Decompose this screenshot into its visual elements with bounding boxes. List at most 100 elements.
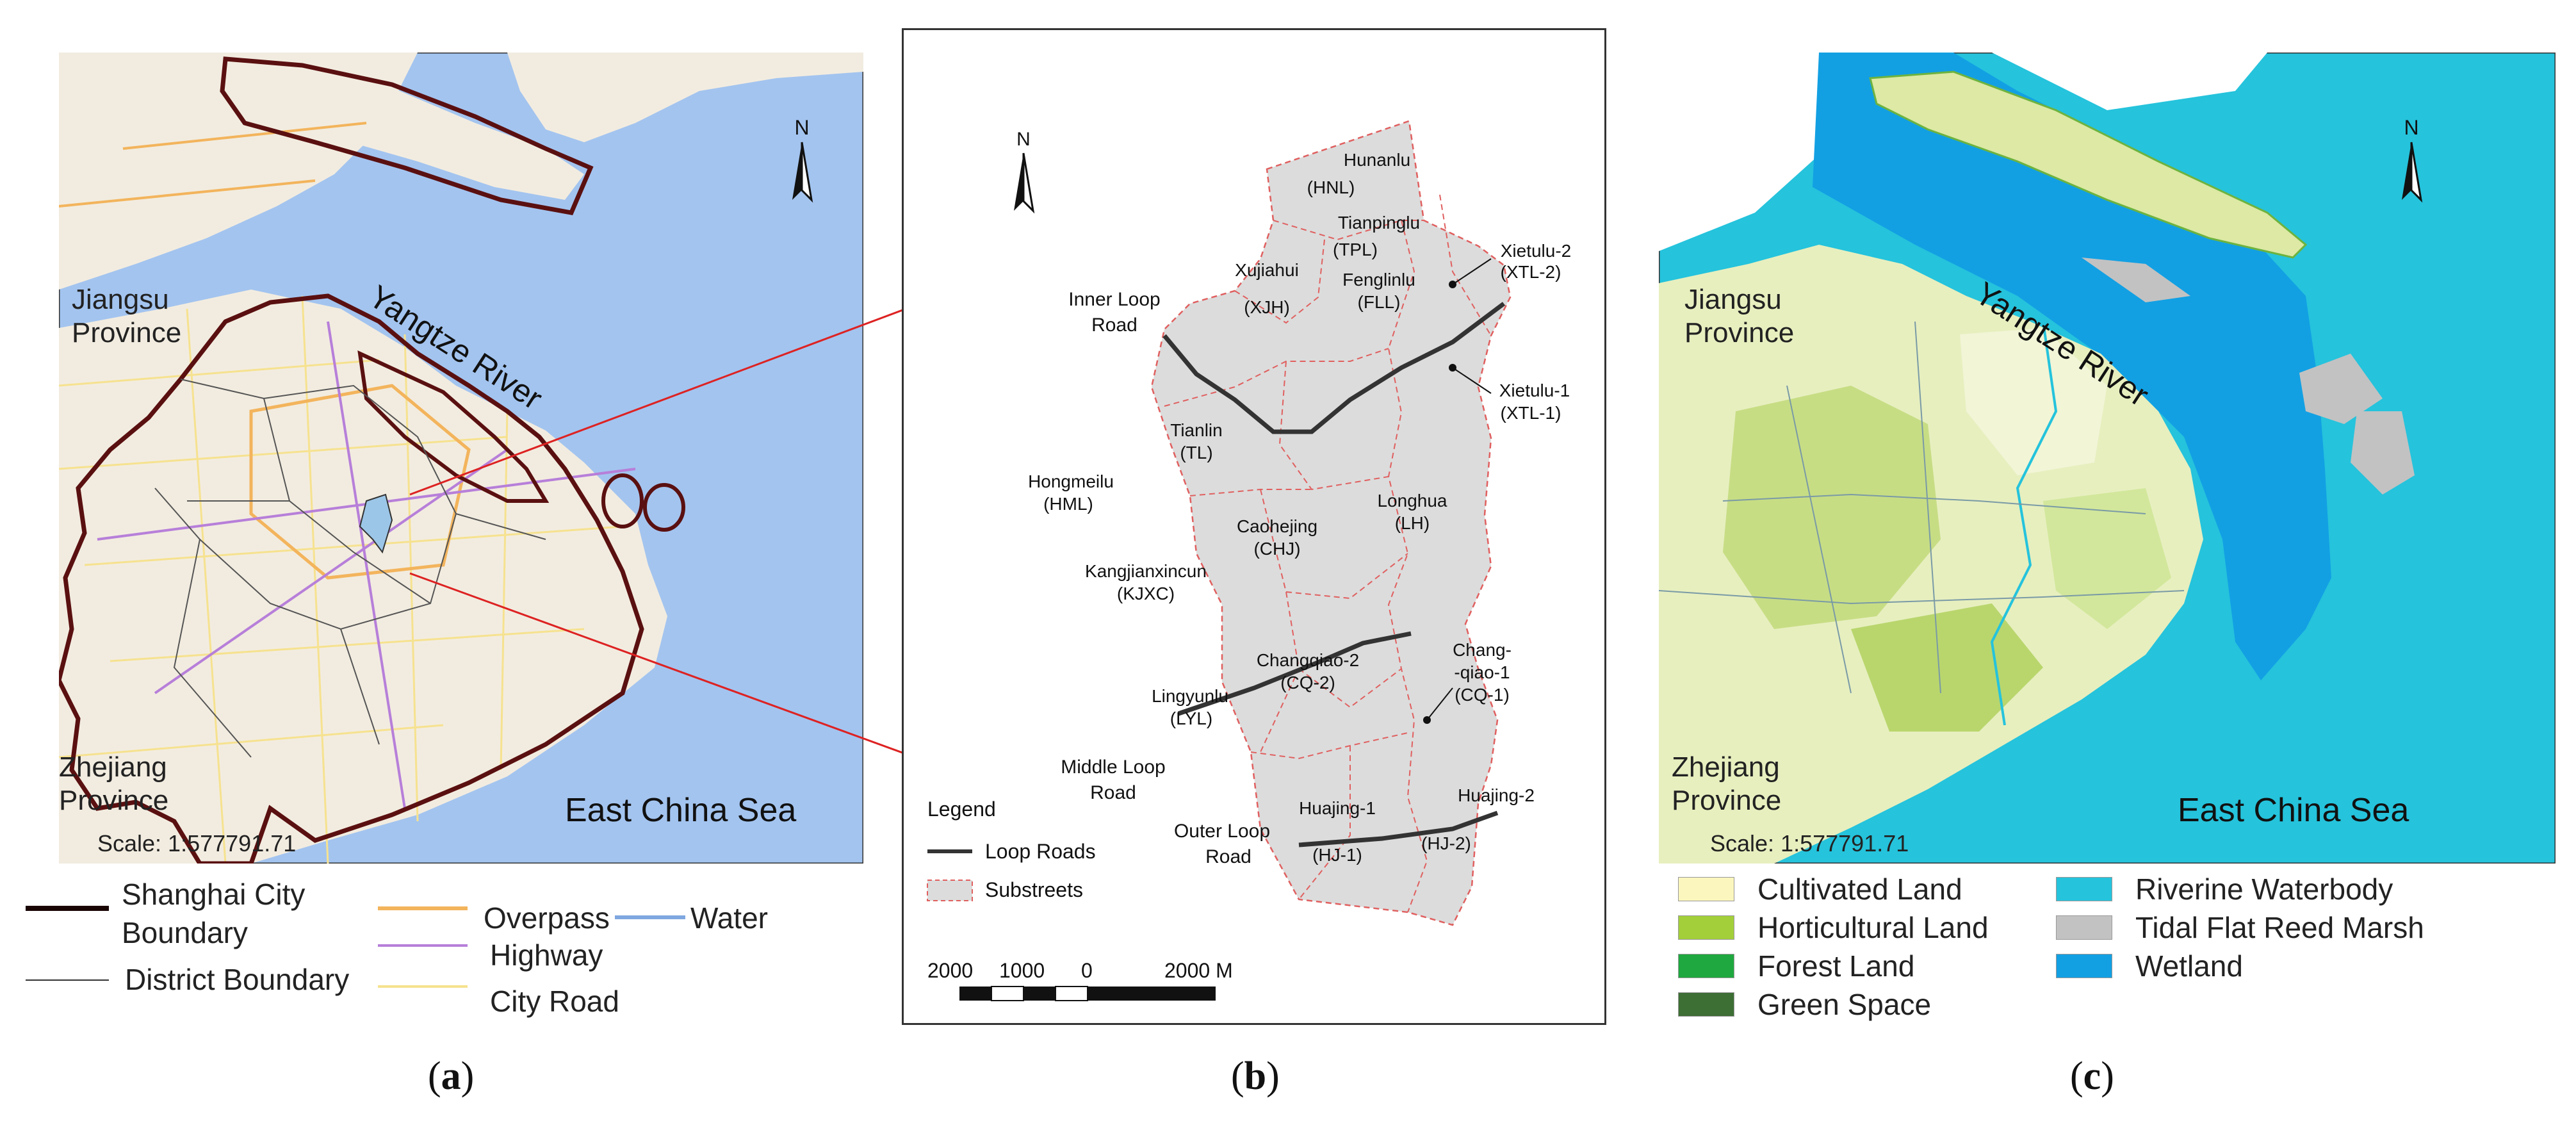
panel-a-chongming-island [232,75,584,200]
legend-label: Riverine Waterbody [2135,872,2393,906]
substreet-abbr: (CQ-1) [1455,685,1510,705]
substreet-label: Xietulu-2 [1501,241,1572,261]
substreet-label: Tianpinglu [1338,213,1420,233]
road-label: Road [1091,315,1137,336]
road-label: Middle Loop [1061,757,1165,778]
legend-water-label: Water [690,901,768,935]
scalebar-tick: 0 [1081,959,1093,982]
substreet-abbr: (XTL-2) [1501,262,1561,282]
legend-city-boundary-label: Shanghai City Boundary [122,875,305,952]
substreet-abbr: (CQ-2) [1280,673,1335,692]
scalebar-tick: 2000 M [1164,959,1233,982]
panel-b-north-label: N [1016,129,1031,150]
substreet-abbr: (LYL) [1170,708,1212,728]
panel-a-islet [643,483,685,532]
panel-c-tidal-flat [2299,354,2383,424]
legend-district-boundary-label: District Boundary [125,963,350,996]
legend-swatch-wetland [2056,954,2112,978]
panel-c-tidal-flat [2082,258,2190,302]
legend-swatch-horticultural [1678,915,1734,940]
panel-b-loop-roads [1162,302,1506,848]
substreet-label: Chang- [1453,640,1512,660]
legend-swatch-green-space [1678,992,1734,1017]
panel-c-north-label: N [2404,116,2418,139]
caption-b: (b) [1231,1054,1280,1098]
substreet-label: Caohejing [1237,516,1317,536]
legend-substreet-symbol [927,880,973,901]
substreet-label: Xietulu-1 [1499,381,1570,400]
panel-c-scale: Scale: 1:577791.71 [1710,830,1909,856]
substreet-label: Hongmeilu [1028,471,1114,491]
panel-b-callouts [1423,258,1492,724]
substreet-abbr: (XTL-1) [1501,403,1561,423]
substreet-label: Xujiahui [1235,260,1299,280]
landuse-legend-item: Forest Land [1678,947,2165,985]
panel-c-chongming-island [1869,70,2308,259]
panel-c-north-land-2 [1992,53,2267,110]
panel-c-legend-2: Riverine Waterbody Tidal Flat Reed Marsh… [2056,870,2556,985]
legend-city-boundary-line2: Boundary [122,916,248,949]
substreet-abbr: (TL) [1180,443,1212,463]
panel-b-scalebar [959,986,1216,1001]
legend-swatch-cultivated [1678,877,1734,901]
panel-c-sea-label: East China Sea [2178,792,2409,829]
caption-c: (c) [2070,1054,2114,1098]
panel-c-zhejiang-label-2: Province [1672,785,1781,816]
scalebar-tick: 2000 [927,959,973,982]
substreet-abbr: (HJ-1) [1312,845,1362,865]
panel-b-map: N Hunanlu (HNL) Tianpinglu (TPL) Xietulu… [902,28,1606,1025]
legend-label: Horticultural Land [1757,911,1989,944]
legend-highway-label: Highway [490,938,603,972]
substreet-label: Longhua [1377,491,1447,511]
panel-a-study-area [359,493,393,554]
substreet-label: Changqiao-2 [1257,650,1359,670]
legend-swatch-riverine [2056,877,2112,901]
substreet-label: Kangjianxincun [1085,561,1207,581]
panel-a-sea-label: East China Sea [565,792,796,829]
north-arrow-icon [1014,152,1035,214]
legend-label: Tidal Flat Reed Marsh [2135,911,2424,944]
road-label: Road [1205,846,1251,867]
legend-city-boundary-line1: Shanghai City [122,878,306,911]
substreet-label: Tianlin [1170,420,1222,440]
panel-a-district-boundaries [154,379,546,758]
panel-a-zhejiang-label: Zhejiang [59,751,167,783]
panel-c-map: N Jiangsu Province Zhejiang Province Yan… [1659,53,2556,864]
panel-a-road-network [59,122,636,864]
panel-a-city-boundary [59,293,644,864]
legend-loop-roads-label: Loop Roads [985,840,1096,863]
substreet-abbr: (HJ-2) [1421,833,1471,853]
panel-a-jiangsu-label: Jiangsu [72,284,169,315]
substreet-abbr: -qiao-1 [1454,662,1510,682]
substreet-abbr: (CHJ) [1253,539,1300,559]
legend-label: Cultivated Land [1757,872,1962,906]
panel-c-jiangsu-label: Jiangsu [1684,284,1782,315]
substreet-label: Huajing-1 [1299,798,1376,818]
panel-a-ne-land [507,53,863,142]
landuse-legend-item: Cultivated Land [1678,870,2165,908]
substreet-abbr: (KJXC) [1117,584,1175,603]
panel-a-city-boundary-island [357,350,550,503]
panel-c-tidal-flat [2351,411,2415,495]
legend-label: Wetland [2135,949,2243,983]
substreet-abbr: (FLL) [1358,292,1401,312]
landuse-legend-item: Riverine Waterbody [2056,870,2556,908]
substreet-abbr: (HNL) [1307,177,1355,197]
caption-c-letter: c [2083,1054,2101,1098]
panel-a-city-boundary-chongming [220,56,594,215]
road-label: Outer Loop [1174,821,1270,842]
legend-label: Forest Land [1757,949,1915,983]
panel-c-zhejiang-label: Zhejiang [1672,751,1780,783]
substreet-label: Hunanlu [1344,150,1410,170]
legend-label: Green Space [1757,988,1932,1021]
panel-c-rivers [1659,321,2185,726]
caption-b-letter: b [1244,1054,1267,1098]
substreet-abbr: (TPL) [1333,240,1378,259]
north-arrow-icon [2402,142,2423,203]
substreet-abbr: (HML) [1043,494,1093,514]
panel-a-scale: Scale: 1:577791.71 [97,830,296,856]
legend-overpass-label: Overpass [484,901,610,935]
substreet-abbr: (XJH) [1244,297,1290,317]
panel-b-substreet-boundaries [1164,194,1492,913]
panel-b-substreets-area [1150,120,1512,926]
